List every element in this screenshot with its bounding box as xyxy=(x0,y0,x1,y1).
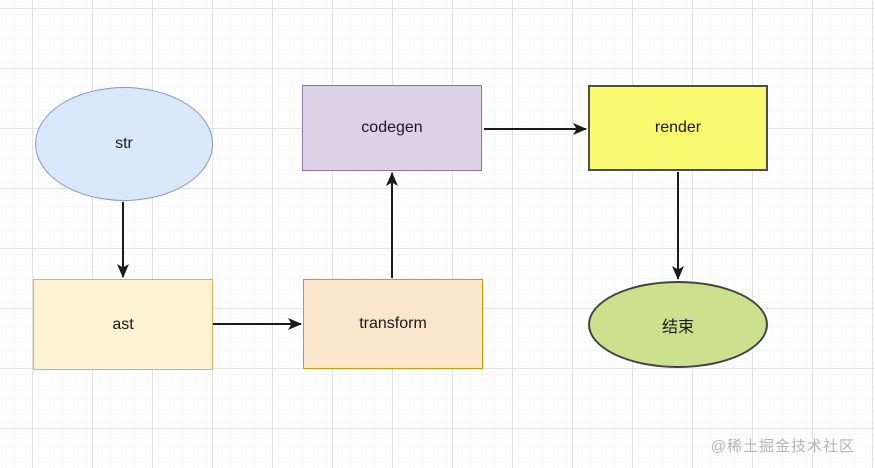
node-end-label: 结束 xyxy=(661,318,694,336)
node-ast: ast xyxy=(33,279,213,370)
node-render: render xyxy=(588,85,768,171)
node-str: str xyxy=(35,87,213,201)
node-ast-label: ast xyxy=(112,315,134,333)
node-str-label: str xyxy=(115,135,133,152)
node-transform-label: transform xyxy=(359,315,427,332)
node-end: 结束 xyxy=(588,281,768,368)
watermark: @稀土掘金技术社区 xyxy=(710,438,855,455)
node-codegen-label: codegen xyxy=(361,119,423,136)
node-codegen: codegen xyxy=(302,85,482,171)
node-transform: transform xyxy=(303,279,483,369)
node-render-label: render xyxy=(654,119,702,136)
